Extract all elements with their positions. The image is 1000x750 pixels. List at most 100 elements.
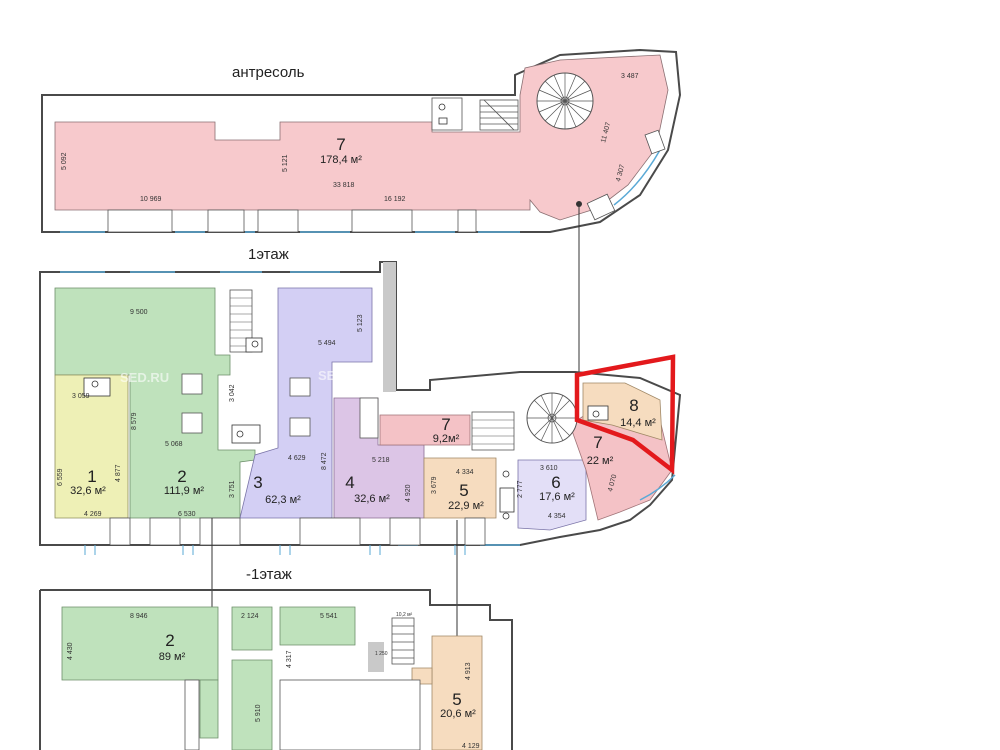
toilet-icon bbox=[438, 103, 446, 111]
highlight-room-8 bbox=[574, 354, 676, 475]
room-8-area: 14,4 м² bbox=[620, 417, 656, 429]
svg-text:4 430: 4 430 bbox=[67, 642, 74, 660]
svg-text:4 877: 4 877 bbox=[115, 464, 122, 482]
svg-text:5 092: 5 092 bbox=[61, 152, 68, 170]
first-room-6 bbox=[517, 459, 587, 531]
svg-text:8 579: 8 579 bbox=[131, 412, 138, 430]
svg-text:5 910: 5 910 bbox=[255, 704, 262, 722]
svg-text:3 610: 3 610 bbox=[540, 465, 558, 472]
svg-text:5 121: 5 121 bbox=[282, 154, 289, 172]
mezzanine-windows bbox=[60, 149, 661, 233]
first-room-2 bbox=[54, 287, 256, 519]
svg-text:4 920: 4 920 bbox=[405, 484, 412, 502]
sink-icon bbox=[438, 117, 448, 125]
first-doors bbox=[84, 545, 466, 555]
svg-text:5 541: 5 541 bbox=[320, 613, 338, 620]
svg-text:5 123: 5 123 bbox=[357, 314, 364, 332]
svg-text:3 487: 3 487 bbox=[621, 73, 639, 80]
basement-title: -1этаж bbox=[246, 566, 292, 583]
svg-text:6 530: 6 530 bbox=[178, 511, 196, 518]
room-5-area: 22,9 м² bbox=[448, 500, 484, 512]
basement-room-2-number: 2 bbox=[165, 631, 174, 650]
room-1-area: 32,6 м² bbox=[70, 485, 106, 497]
first-columns bbox=[181, 373, 379, 439]
connector-dot bbox=[576, 201, 582, 207]
first-room-labels: 1 32,6 м² 2 111,9 м² 3 62,3 м² 4 32,6 м²… bbox=[70, 396, 656, 512]
svg-text:9 500: 9 500 bbox=[130, 309, 148, 316]
room-2-area: 111,9 м² bbox=[164, 485, 205, 497]
mezzanine-title: антресоль bbox=[232, 64, 305, 81]
basement-room-green-e bbox=[231, 659, 273, 750]
svg-text:3 059: 3 059 bbox=[72, 393, 90, 400]
svg-text:4 629: 4 629 bbox=[288, 455, 306, 462]
basement-room-green-d bbox=[199, 679, 219, 739]
svg-text:8 946: 8 946 bbox=[130, 613, 148, 620]
room-8-number: 8 bbox=[629, 396, 638, 415]
svg-text:10,2 м²: 10,2 м² bbox=[396, 612, 413, 618]
room-4-area: 32,6 м² bbox=[354, 493, 390, 505]
svg-text:16 192: 16 192 bbox=[384, 196, 406, 203]
svg-text:4 307: 4 307 bbox=[615, 164, 626, 183]
mezzanine-room-7-area: 178,4 м² bbox=[320, 154, 362, 166]
mezzanine-room-7-number: 7 bbox=[336, 135, 345, 154]
svg-text:1 250: 1 250 bbox=[375, 651, 388, 657]
mezzanine-room-7 bbox=[54, 54, 669, 221]
svg-text:5 068: 5 068 bbox=[165, 441, 183, 448]
room-6-area: 17,6 м² bbox=[539, 491, 575, 503]
mezzanine-spiral-stair bbox=[536, 72, 594, 130]
svg-text:4 070: 4 070 bbox=[607, 474, 618, 493]
first-dimensions: 9 500 5 494 5 123 3 059 8 579 5 068 3 04… bbox=[57, 309, 618, 520]
svg-text:6 559: 6 559 bbox=[57, 468, 64, 486]
svg-text:3 042: 3 042 bbox=[229, 384, 236, 402]
basement-room-green-b bbox=[231, 606, 273, 651]
room-3-area: 62,3 м² bbox=[265, 494, 301, 506]
room-3-number: 3 bbox=[253, 473, 262, 492]
room-1-number: 1 bbox=[87, 467, 96, 486]
svg-text:4 129: 4 129 bbox=[462, 743, 480, 750]
first-stair-left bbox=[229, 289, 253, 353]
first-corridor bbox=[383, 262, 396, 392]
svg-text:3 751: 3 751 bbox=[229, 480, 236, 498]
mezzanine-piers bbox=[107, 129, 666, 233]
basement-corridor bbox=[368, 642, 384, 672]
basement-room-2-area: 89 м² bbox=[159, 651, 186, 663]
svg-text:4 317: 4 317 bbox=[286, 650, 293, 668]
mezzanine-wc bbox=[431, 97, 463, 131]
svg-text:3 679: 3 679 bbox=[431, 476, 438, 494]
first-room-7a bbox=[379, 414, 471, 446]
basement-walls-inner bbox=[184, 679, 421, 750]
svg-text:4 269: 4 269 bbox=[84, 511, 102, 518]
svg-text:2 777: 2 777 bbox=[517, 480, 524, 498]
first-wc-icons bbox=[83, 337, 609, 520]
first-piers bbox=[109, 517, 486, 546]
svg-text:2 124: 2 124 bbox=[241, 613, 259, 620]
basement-room-5-number: 5 bbox=[452, 690, 461, 709]
svg-text:33 818: 33 818 bbox=[333, 182, 355, 189]
first-stair-center bbox=[471, 411, 515, 451]
room-6-number: 6 bbox=[551, 473, 560, 492]
first-floor-title: 1этаж bbox=[248, 246, 289, 263]
room-7a-number: 7 bbox=[441, 415, 450, 434]
basement-room-5-area: 20,6 м² bbox=[440, 708, 476, 720]
basement-outer-wall bbox=[39, 589, 513, 750]
room-7a-area: 9,2м² bbox=[433, 433, 460, 445]
room-2-number: 2 bbox=[177, 467, 186, 486]
basement-room-5 bbox=[431, 635, 483, 750]
svg-text:8 472: 8 472 bbox=[321, 452, 328, 470]
svg-text:10 969: 10 969 bbox=[140, 196, 162, 203]
svg-text:5 494: 5 494 bbox=[318, 340, 336, 347]
mezzanine-stair-straight bbox=[479, 99, 519, 131]
watermark-1: SED.RU bbox=[120, 370, 169, 385]
svg-text:5 218: 5 218 bbox=[372, 457, 390, 464]
room-4-number: 4 bbox=[345, 473, 354, 492]
basement-stair bbox=[391, 617, 415, 665]
svg-text:4 334: 4 334 bbox=[456, 469, 474, 476]
mezzanine-outer-wall bbox=[41, 48, 682, 233]
basement-dimensions: 8 946 4 430 2 124 5 541 4 317 5 910 4 91… bbox=[67, 612, 480, 750]
room-7b-number: 7 bbox=[593, 433, 602, 452]
watermark-2: SED.RU bbox=[318, 368, 367, 383]
first-spiral-stair bbox=[526, 392, 578, 444]
svg-text:4 354: 4 354 bbox=[548, 513, 566, 520]
room-5-number: 5 bbox=[459, 481, 468, 500]
